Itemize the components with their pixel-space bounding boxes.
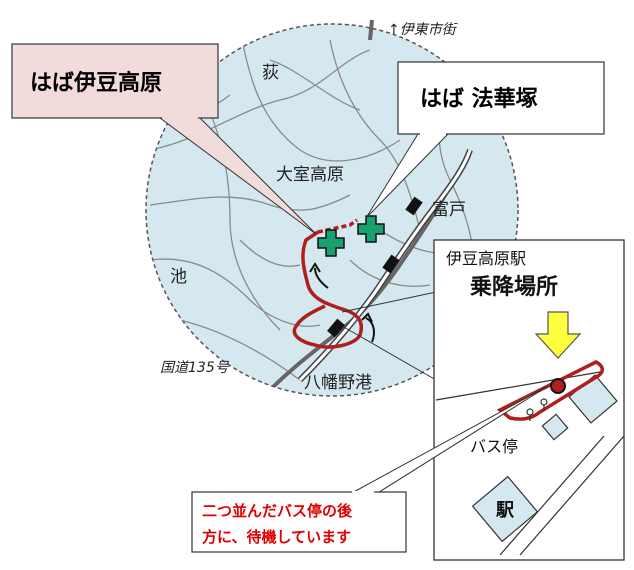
- station-markers: [327, 196, 423, 338]
- inset-station-label: 駅: [495, 500, 515, 521]
- note-line-1: 二つ並んだバス停の後: [202, 502, 353, 520]
- callout-haba-hokkezuka: はば 法華塚: [365, 61, 605, 219]
- callout-haba-izu-kogen-label: はば伊豆高原: [30, 70, 162, 96]
- note-callout: 二つ並んだバス停の後 方に、待機しています: [191, 385, 549, 553]
- place-yawatano-port: 八幡野港: [304, 373, 372, 393]
- callout-haba-hokkezuka-label: はば 法華塚: [420, 87, 538, 112]
- inset-title: 乗降場所: [470, 275, 558, 300]
- callout-haba-izu-kogen: はば伊豆高原: [11, 43, 317, 235]
- inset-route-loop: [496, 360, 604, 421]
- cross-marker-2: [357, 215, 385, 243]
- place-ogi: 荻: [262, 63, 279, 83]
- note-line-2: 方に、待機しています: [202, 528, 351, 546]
- inset-panel: 伊豆高原駅 乗降場所 駅 バス停: [433, 239, 625, 561]
- railway: [297, 148, 473, 383]
- inset-roads: [435, 371, 625, 556]
- road-label-135: 国道135号: [160, 360, 230, 376]
- place-tomito: 富戸: [432, 200, 466, 220]
- cross-marker-1: [317, 229, 345, 257]
- pickup-point-marker: [550, 378, 566, 394]
- inset-connectors: [341, 291, 437, 381]
- bus-stop-label: バス停: [470, 437, 518, 456]
- place-omuro-kogen: 大室高原: [276, 165, 344, 185]
- inset-subtitle: 伊豆高原駅: [446, 249, 526, 268]
- direction-arrows: [309, 262, 375, 343]
- bus-stop-icon: [526, 398, 548, 421]
- pickup-arrow: [534, 311, 582, 359]
- north-label: ↑伊東市街: [388, 22, 458, 38]
- place-ike: 池: [170, 267, 187, 287]
